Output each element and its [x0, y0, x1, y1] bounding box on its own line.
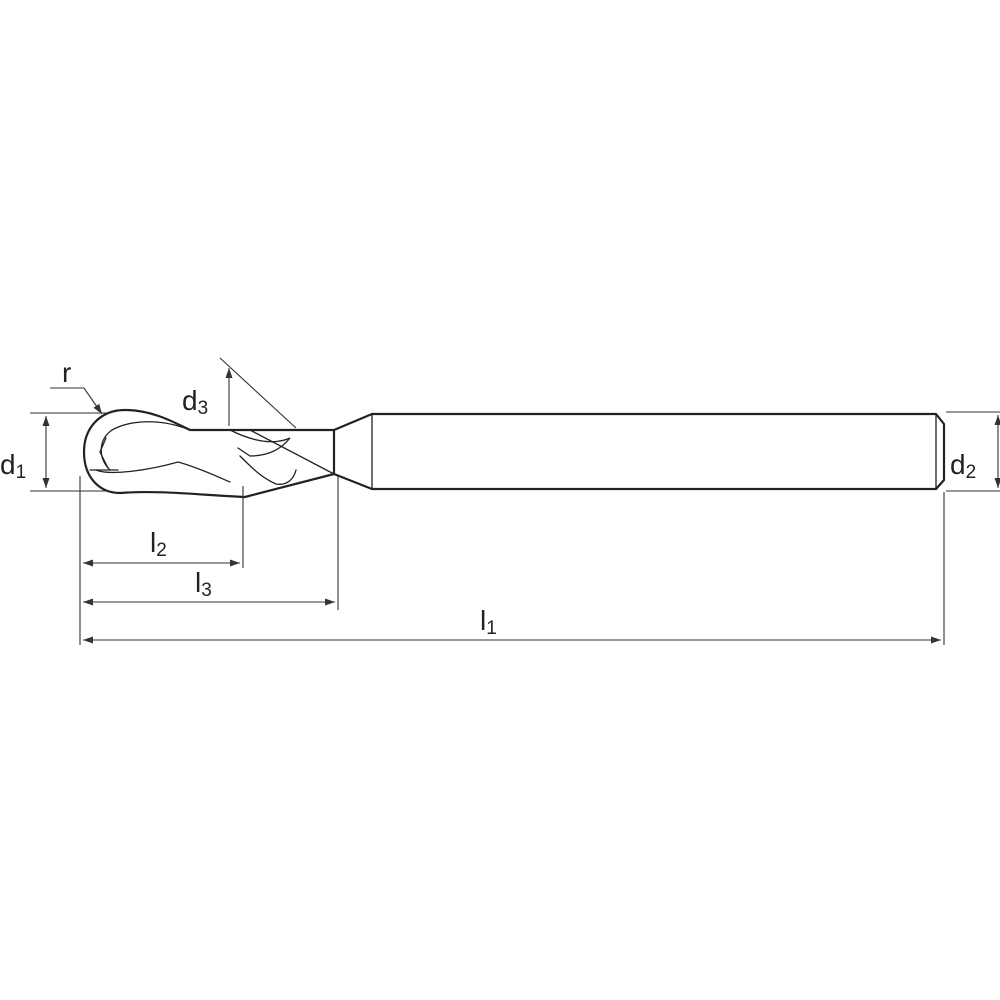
neck-taper — [332, 412, 374, 491]
l3-label: l3 — [195, 567, 212, 601]
d1-label: d1 — [0, 449, 26, 483]
flute-outline — [82, 408, 336, 499]
dimension-l1: l1 — [83, 605, 941, 644]
ball-cutting-edge-lower — [95, 461, 231, 483]
dimension-l3: l3 — [83, 567, 335, 606]
d2-label: d2 — [950, 449, 976, 483]
d3-label: d3 — [182, 385, 208, 419]
helix-groove-2 — [239, 455, 297, 485]
dimension-d2: d2 — [946, 411, 1000, 492]
l2-label: l2 — [150, 527, 167, 561]
dimension-d1: d1 — [0, 412, 110, 492]
r-label: r — [62, 357, 71, 388]
dimension-r: r — [50, 357, 103, 415]
l1-label: l1 — [480, 605, 497, 639]
dimension-d3: d3 — [182, 357, 297, 429]
shank — [370, 412, 946, 491]
r-leader — [50, 387, 103, 415]
helix-groove-1 — [229, 429, 291, 457]
tool-body — [82, 408, 946, 499]
d3-extension-slant — [219, 357, 297, 429]
dimension-l2: l2 — [83, 527, 240, 567]
ball-notch — [99, 437, 109, 469]
helix-groove-3 — [249, 429, 335, 475]
